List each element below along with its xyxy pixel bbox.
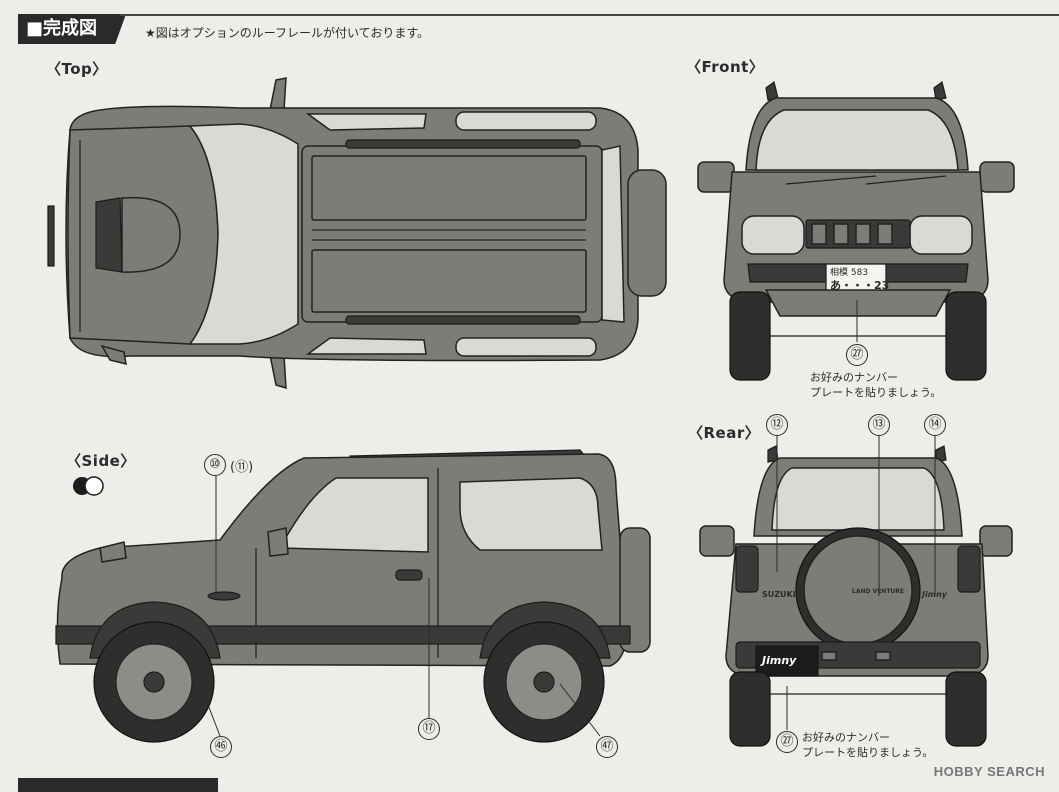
roof-rail-note: ★図はオプションのルーフレールが付いております。 (145, 26, 430, 40)
front-plate-bottom: あ・・・23 (830, 279, 890, 292)
rear-badge-suzuki: SUZUKI (762, 590, 796, 599)
plate-note-front-line1: お好みのナンバー (810, 371, 898, 384)
plate-note-front-line2: プレートを貼りましょう。 (810, 386, 942, 399)
label-rear-view: 〈Rear〉 (688, 424, 761, 442)
callout-46: ㊻ (210, 736, 232, 758)
header-divider (120, 14, 1059, 16)
callout-14: ⑭ (924, 414, 946, 436)
label-side-view: 〈Side〉 (66, 452, 136, 470)
two-tone-color-icon (73, 476, 104, 496)
rear-plate-jimny: Jimny (762, 654, 797, 667)
callout-11: (⑪) (230, 460, 254, 475)
rear-badge-jimny: Jimny (922, 590, 947, 599)
rear-view-drawing (699, 445, 1013, 747)
label-top-view: 〈Top〉 (46, 60, 108, 78)
watermark: HOBBY SEARCH (933, 764, 1045, 779)
next-section-header (18, 778, 218, 792)
plate-note-rear-line1: お好みのナンバー (802, 731, 890, 744)
callout-27-front: ㉗ (846, 344, 868, 366)
callout-10: ⑩ (204, 454, 226, 476)
callout-47: ㊼ (596, 736, 618, 758)
plate-note-rear-line2: プレートを貼りましょう。 (802, 746, 934, 759)
front-plate-top: 相模 583 (830, 268, 869, 278)
top-view-drawing (47, 77, 667, 390)
callout-27-rear: ㉗ (776, 731, 798, 753)
callout-12: ⑫ (766, 414, 788, 436)
callout-13: ⑬ (868, 414, 890, 436)
rear-badge-land-venture: LAND VENTURE (852, 588, 905, 595)
front-view-drawing (697, 80, 1015, 381)
callout-17: ⑰ (418, 718, 440, 740)
label-front-view: 〈Front〉 (686, 58, 765, 76)
side-view-drawing (55, 449, 651, 743)
section-title: ■完成図 (18, 14, 126, 44)
